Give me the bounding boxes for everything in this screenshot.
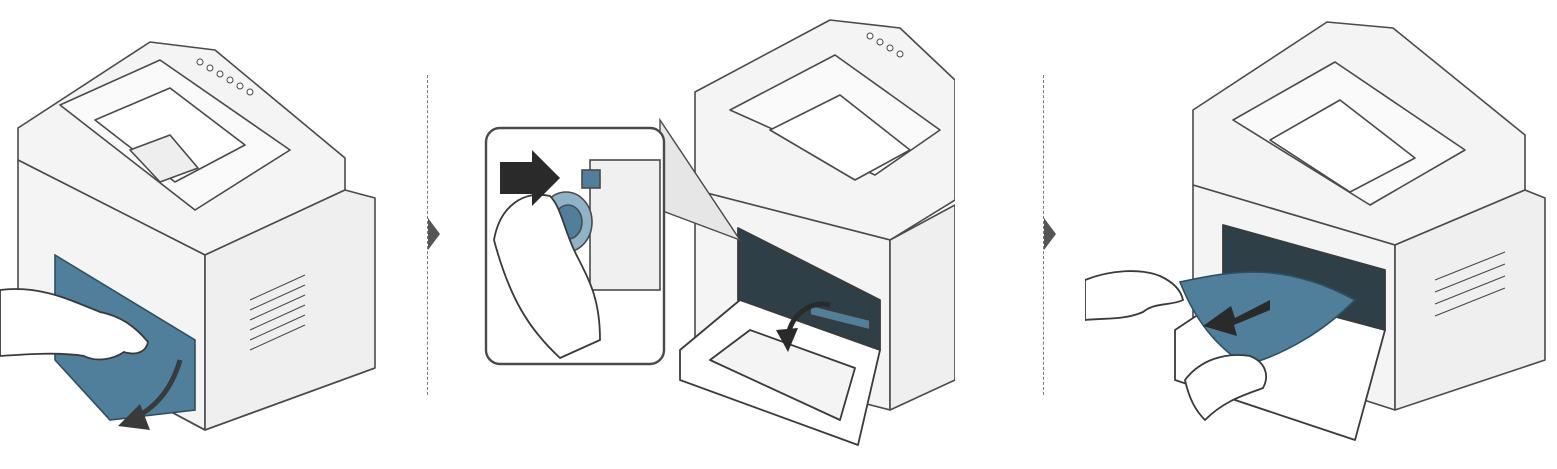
step-arrow-icon	[1044, 218, 1056, 250]
jammed-paper-icon	[1178, 271, 1357, 366]
push-arrow-icon	[500, 150, 560, 206]
hand-icon	[1184, 354, 1267, 422]
curved-arrow-down-icon	[776, 301, 831, 352]
step-3-panel	[1084, 0, 1557, 464]
divider-2	[1043, 75, 1044, 395]
step-1-panel	[0, 0, 420, 464]
hand-icon	[0, 288, 149, 361]
divider-1	[427, 75, 428, 395]
hand-icon	[493, 193, 601, 360]
pull-arrow-icon	[1203, 300, 1270, 336]
hand-icon	[1084, 270, 1185, 321]
step-arrow-icon	[428, 218, 440, 250]
rear-cover-icon	[679, 227, 881, 446]
step-2-panel	[470, 0, 956, 464]
step-3-illustration	[1084, 21, 1546, 441]
step-1-illustration	[0, 41, 376, 431]
curved-arrow-down-icon	[118, 359, 183, 430]
step-2-illustration	[484, 19, 956, 446]
